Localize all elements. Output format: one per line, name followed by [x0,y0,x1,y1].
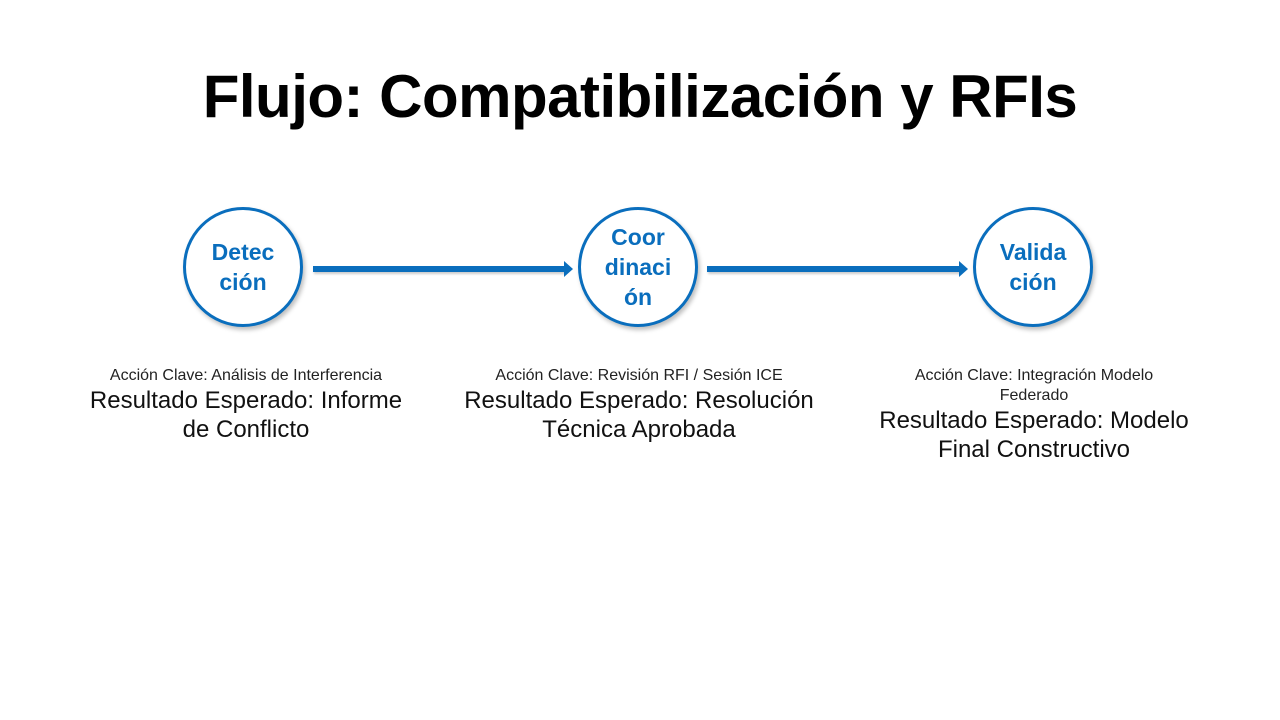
step-label: Detec ción [211,239,275,295]
step-label: Valida ción [999,239,1067,295]
arrow-right-icon [707,261,968,277]
arrow-right-icon [313,261,573,277]
step-description-validacion: Acción Clave: Integración Modelo Federad… [868,366,1200,464]
step-action: Acción Clave: Revisión RFI / Sesión ICE [495,367,783,384]
step-node-validacion: Valida ción [973,207,1093,327]
step-label: Coor dinaci ón [604,224,672,310]
step-action: Acción Clave: Análisis de Interferencia [109,367,383,384]
step-result: Resultado Esperado: Informe de Conflicto [89,387,403,443]
step-result: Resultado Esperado: Resolución Técnica A… [464,387,814,443]
step-action: Acción Clave: Integración Modelo Federad… [914,367,1154,404]
step-node-coordinacion: Coor dinaci ón [578,207,698,327]
step-result: Resultado Esperado: Modelo Final Constru… [879,407,1189,463]
step-description-coordinacion: Acción Clave: Revisión RFI / Sesión ICE … [459,366,819,444]
step-node-deteccion: Detec ción [183,207,303,327]
slide-title: Flujo: Compatibilización y RFIs [202,63,1078,130]
step-description-deteccion: Acción Clave: Análisis de Interferencia … [66,366,426,444]
